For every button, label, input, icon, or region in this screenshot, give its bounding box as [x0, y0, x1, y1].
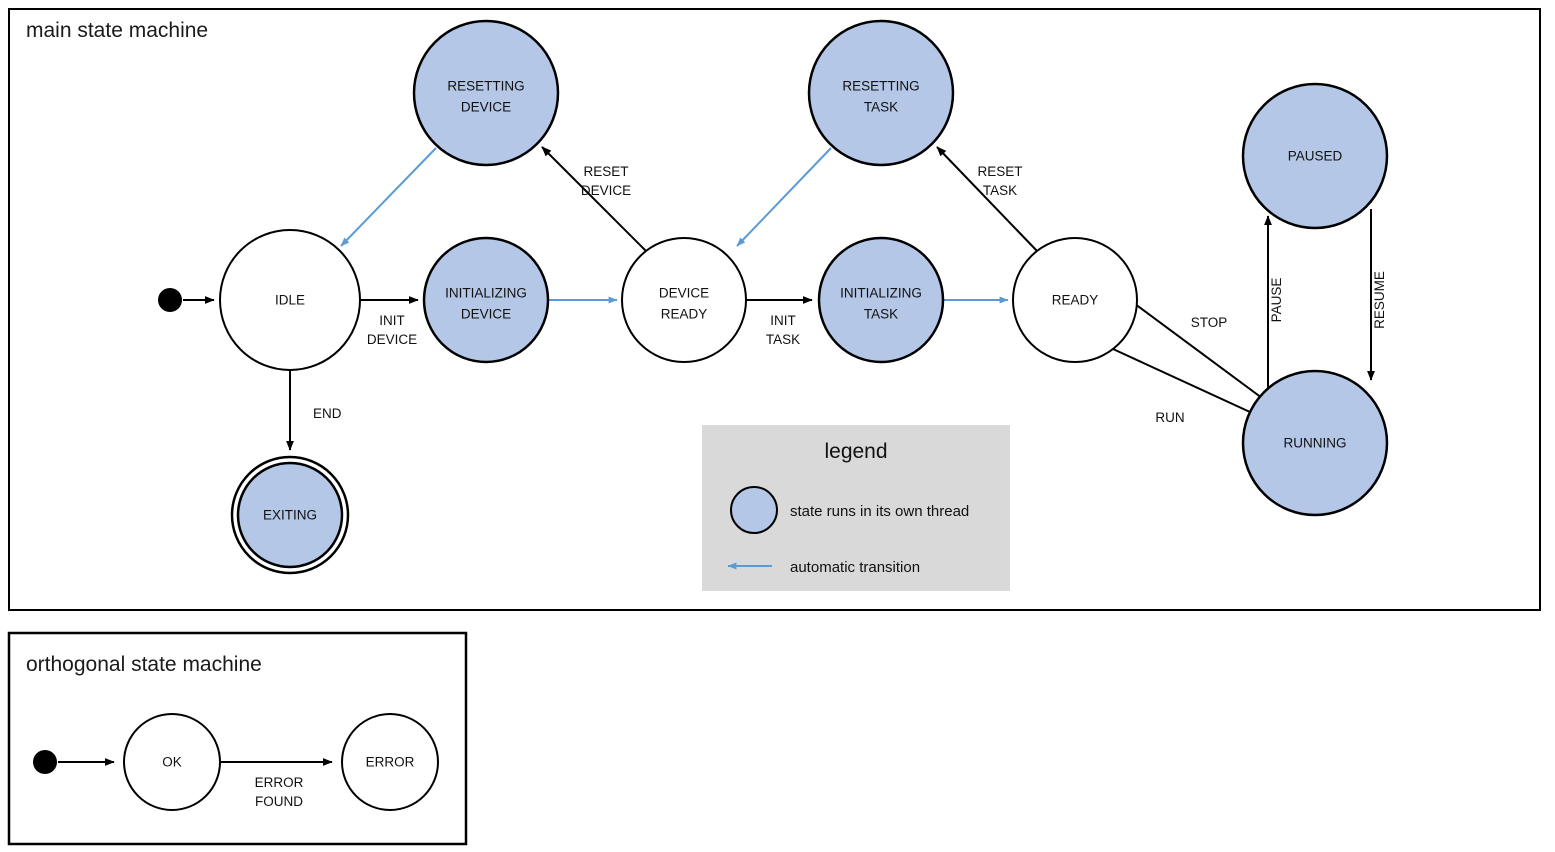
state-ready-label: READY — [1052, 293, 1099, 308]
transition-ready-to-resetting-task[interactable] — [936, 146, 1039, 253]
edge-label-reset-device-line2: DEVICE — [581, 183, 631, 198]
state-device-ready-circle[interactable] — [621, 237, 747, 363]
state-running-circle[interactable] — [1241, 369, 1389, 517]
main-transitions: INIT DEVICE END RESET DEVICE INIT TASK R… — [183, 146, 1387, 451]
state-ready[interactable]: READY — [1012, 237, 1138, 363]
edge-label-init-device-line2: DEVICE — [367, 332, 417, 347]
state-resetting-task-circle[interactable] — [807, 19, 955, 167]
state-paused-label: PAUSED — [1288, 149, 1343, 164]
state-resetting-device-circle[interactable] — [412, 19, 560, 167]
start-marker-main — [158, 288, 182, 312]
state-paused-circle[interactable] — [1241, 82, 1389, 230]
state-initializing-task-circle[interactable] — [817, 236, 945, 364]
state-error-label: ERROR — [366, 755, 415, 770]
state-initializing-task-label-line1: INITIALIZING — [840, 286, 922, 301]
orthogonal-transitions: ERROR FOUND — [58, 758, 333, 809]
state-device-ready-label-line2: READY — [661, 307, 708, 322]
state-device-ready[interactable]: DEVICE READY — [621, 237, 747, 363]
state-initializing-device[interactable]: INITIALIZING DEVICE — [422, 236, 550, 364]
state-initializing-task-label-line2: TASK — [864, 307, 898, 322]
state-initializing-device-circle[interactable] — [422, 236, 550, 364]
state-running[interactable]: RUNNING — [1241, 369, 1389, 517]
state-ok[interactable]: OK — [123, 713, 221, 811]
state-ok-circle[interactable] — [123, 713, 221, 811]
state-initializing-task[interactable]: INITIALIZING TASK — [817, 236, 945, 364]
state-idle-circle[interactable] — [219, 229, 361, 371]
edge-label-stop: STOP — [1191, 315, 1228, 330]
edge-label-error-found-line1: ERROR — [255, 775, 304, 790]
state-paused[interactable]: PAUSED — [1241, 82, 1389, 230]
transition-resetting-device-to-idle[interactable] — [340, 147, 437, 247]
edge-label-init-device-line1: INIT — [379, 313, 405, 328]
edge-label-error-found-line2: FOUND — [255, 794, 303, 809]
edge-label-init-task-line1: INIT — [770, 313, 796, 328]
transition-resetting-task-to-device-ready[interactable] — [736, 147, 832, 247]
state-initializing-device-label-line2: DEVICE — [461, 307, 511, 322]
state-ready-circle[interactable] — [1012, 237, 1138, 363]
start-marker-orthogonal — [33, 750, 57, 774]
edge-label-reset-task-line1: RESET — [977, 164, 1022, 179]
state-device-ready-label-line1: DEVICE — [659, 286, 709, 301]
state-exiting-label: EXITING — [263, 508, 317, 523]
legend-title: legend — [824, 440, 887, 463]
transition-device-ready-to-resetting-device[interactable] — [541, 146, 648, 253]
state-idle-label: IDLE — [275, 293, 305, 308]
edge-label-reset-device-line1: RESET — [583, 164, 628, 179]
state-running-label: RUNNING — [1284, 436, 1347, 451]
orthogonal-states: OK ERROR — [33, 713, 439, 811]
main-states: IDLE EXITING RESETTING DEVICE INITIALIZI… — [158, 19, 1389, 575]
state-resetting-device-label-line2: DEVICE — [461, 100, 511, 115]
legend: legend state runs in its own thread auto… — [702, 425, 1010, 591]
state-exiting-inner-circle[interactable] — [236, 461, 344, 569]
transition-running-to-ready[interactable] — [1126, 297, 1263, 399]
state-idle[interactable]: IDLE — [219, 229, 361, 371]
state-initializing-device-label-line1: INITIALIZING — [445, 286, 527, 301]
state-resetting-task-label-line1: RESETTING — [842, 79, 919, 94]
state-resetting-task-label-line2: TASK — [864, 100, 898, 115]
orthogonal-frame-title: orthogonal state machine — [26, 653, 262, 676]
edge-label-pause: PAUSE — [1269, 278, 1284, 323]
state-error-circle[interactable] — [341, 713, 439, 811]
edge-label-init-task-line2: TASK — [766, 332, 800, 347]
state-resetting-device[interactable]: RESETTING DEVICE — [412, 19, 560, 167]
edge-label-end: END — [313, 406, 342, 421]
edge-label-resume: RESUME — [1372, 271, 1387, 329]
transition-ready-to-running[interactable] — [1112, 348, 1264, 419]
state-exiting[interactable]: EXITING — [230, 455, 350, 575]
legend-thread-state-icon — [730, 486, 778, 534]
state-error[interactable]: ERROR — [341, 713, 439, 811]
state-resetting-task[interactable]: RESETTING TASK — [807, 19, 955, 167]
edge-label-run: RUN — [1155, 410, 1184, 425]
state-resetting-device-label-line1: RESETTING — [447, 79, 524, 94]
state-ok-label: OK — [162, 755, 182, 770]
legend-auto-transition-text: automatic transition — [790, 559, 920, 576]
main-frame-title: main state machine — [26, 19, 208, 42]
edge-label-reset-task-line2: TASK — [983, 183, 1017, 198]
legend-thread-state-text: state runs in its own thread — [790, 503, 969, 520]
